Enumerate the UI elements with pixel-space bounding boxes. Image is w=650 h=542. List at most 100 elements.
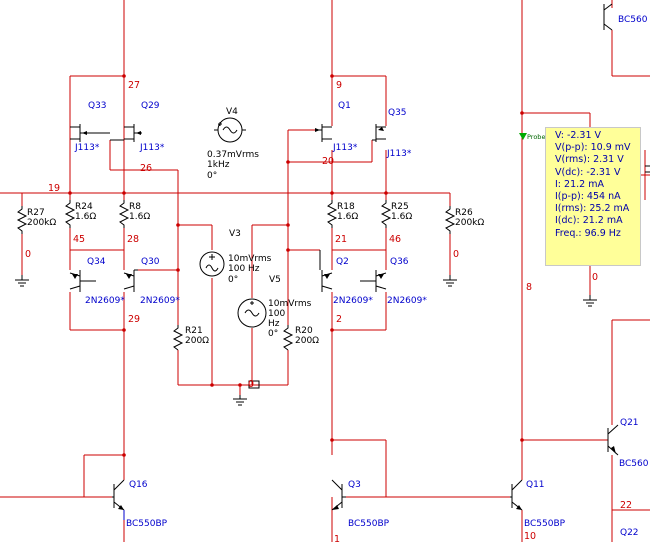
q1-model: J113* [332,143,358,153]
q2-name: Q2 [336,257,349,267]
probe-tag-label: Probe1 [527,133,550,141]
net-label-29: 29 [128,314,140,325]
resistor-r20[interactable] [282,325,294,351]
net-label-46: 46 [389,234,401,245]
junction-dots [68,74,524,457]
q30-model: 2N2609* [140,296,180,306]
probe-line: I(p-p): 454 nA [555,191,621,203]
resistor-r26[interactable] [444,206,456,234]
q2-model: 2N2609* [333,296,373,306]
q35-model: J113* [386,149,412,159]
q36-model: 2N2609* [387,296,427,306]
pnp-q34[interactable] [69,270,96,292]
q22-name: Q22 [620,528,639,538]
probe-line: V(p-p): 10.9 mV [555,142,631,154]
probe-marker[interactable]: Probe1 [519,133,550,141]
r25-value: 1.6Ω [391,212,412,222]
pnp-q2[interactable] [319,250,333,292]
jfet-q29[interactable] [110,124,142,142]
q34-model: 2N2609* [85,296,125,306]
jfet-q33[interactable] [70,124,110,142]
resistor-r8[interactable] [118,200,130,228]
capacitor-right [645,165,650,173]
r20-value: 200Ω [295,336,319,346]
net-label-22: 22 [620,500,632,511]
r18-name: R18 [337,202,355,212]
net-label-28: 28 [127,234,139,245]
q560top-model: BC560 [618,15,648,25]
net-label-0: 0 [25,249,31,260]
resistor-r24[interactable] [64,200,76,228]
bjt-q560-top[interactable] [603,3,613,31]
q33-model: J113* [74,143,100,153]
net-label-0: 0 [248,379,254,390]
ac-source-v4[interactable] [214,117,246,143]
v3-phase: 0° [228,275,238,285]
v5-freq: 100 [268,309,285,319]
v5-amp: 10mVrms [268,299,312,309]
pnp-q30[interactable] [123,269,138,292]
net-label-21: 21 [335,234,347,245]
v3-amp: 10mVrms [228,254,272,264]
v3-name: V3 [229,229,241,239]
q29-model: J113* [139,143,165,153]
q30-name: Q30 [141,257,160,267]
net-label-26: 26 [140,163,152,174]
ground-icon [233,395,247,406]
probe-line: Freq.: 96.9 Hz [555,227,621,239]
r26-value: 200kΩ [455,218,484,228]
q16-name: Q16 [129,480,148,490]
r26-name: R26 [455,208,473,218]
q21-name: Q21 [620,418,639,428]
r18-value: 1.6Ω [337,212,358,222]
net-label-45: 45 [73,234,85,245]
bjt-q16[interactable] [112,479,125,520]
v4-phase: 0° [207,171,217,181]
q29-name: Q29 [141,101,160,111]
r8-value: 1.6Ω [129,212,150,222]
junction-box [248,380,260,389]
ground-icon [15,275,29,287]
q1-name: Q1 [338,101,351,111]
v5-phase: 0° [268,329,278,339]
ac-source-v3[interactable] [199,251,225,277]
r24-value: 1.6Ω [75,212,96,222]
v4-amp: 0.37mVrms [207,150,259,160]
net-label-0: 0 [592,272,598,283]
probe-line: I: 21.2 mA [555,178,604,190]
q3-name: Q3 [348,480,361,490]
q16-model: BC550BP [126,519,168,529]
r25-name: R25 [391,202,409,212]
net-label-19: 19 [48,183,60,194]
q35-name: Q35 [388,108,407,118]
r27-name: R27 [27,208,45,218]
probe-line: V(dc): -2.31 V [555,166,621,178]
q33-name: Q33 [88,101,107,111]
bjt-q3[interactable] [331,479,346,511]
probe-line: I(dc): 21.2 mA [555,215,623,227]
resistor-r21[interactable] [172,325,184,351]
bjt-q21[interactable] [607,424,619,456]
net-label-9: 9 [336,80,342,91]
resistor-r25[interactable] [380,200,392,228]
v4-freq: 1kHz [207,160,230,170]
pnp-q36[interactable] [360,270,387,292]
resistor-r18[interactable] [326,200,338,228]
bjt-q11[interactable] [510,479,523,511]
jfet-q35[interactable] [372,124,386,142]
probe-readout: V: -2.31 V V(p-p): 10.9 mV V(rms): 2.31 … [545,127,641,266]
ac-source-v5[interactable] [237,298,267,328]
r21-name: R21 [185,326,203,336]
jfet-q1[interactable] [315,124,332,142]
resistor-r27[interactable] [16,206,28,234]
r27-value: 200kΩ [27,218,56,228]
r24-name: R24 [75,202,93,212]
ground-icon [583,295,597,307]
r21-value: 200Ω [185,336,209,346]
v5-freq-unit: Hz [268,319,280,329]
v3-freq: 100 Hz [228,264,260,274]
net-label-2: 2 [336,314,342,325]
ground-icon [443,275,457,287]
v5-name: V5 [269,275,281,285]
